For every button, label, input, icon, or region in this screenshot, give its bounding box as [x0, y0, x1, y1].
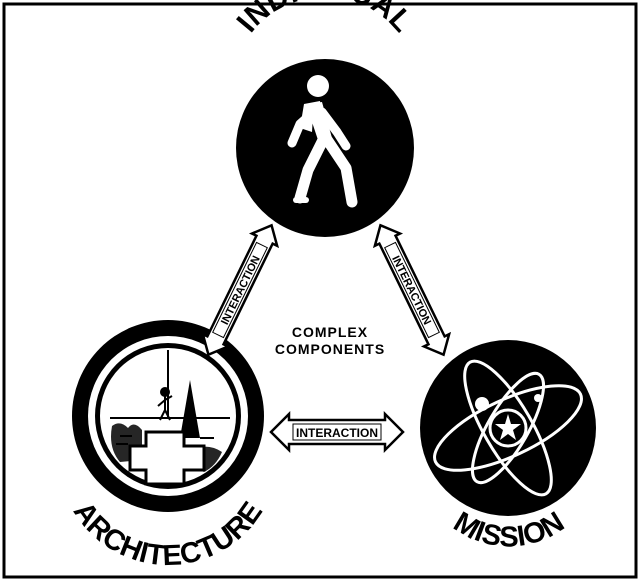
center-label: COMPLEX COMPONENTS: [275, 324, 385, 357]
mission-node: MISSION: [420, 340, 596, 553]
center-label-line2: COMPONENTS: [275, 341, 385, 357]
orbit-icon: [433, 359, 583, 497]
building-plan-icon: [110, 350, 230, 486]
connector-architecture-mission: INTERACTION: [269, 410, 405, 454]
connector-label: INTERACTION: [296, 426, 378, 440]
walking-person-icon: [287, 75, 358, 208]
center-label-line1: COMPLEX: [292, 324, 368, 340]
architecture-node: ARCHITECTURE: [67, 320, 269, 572]
